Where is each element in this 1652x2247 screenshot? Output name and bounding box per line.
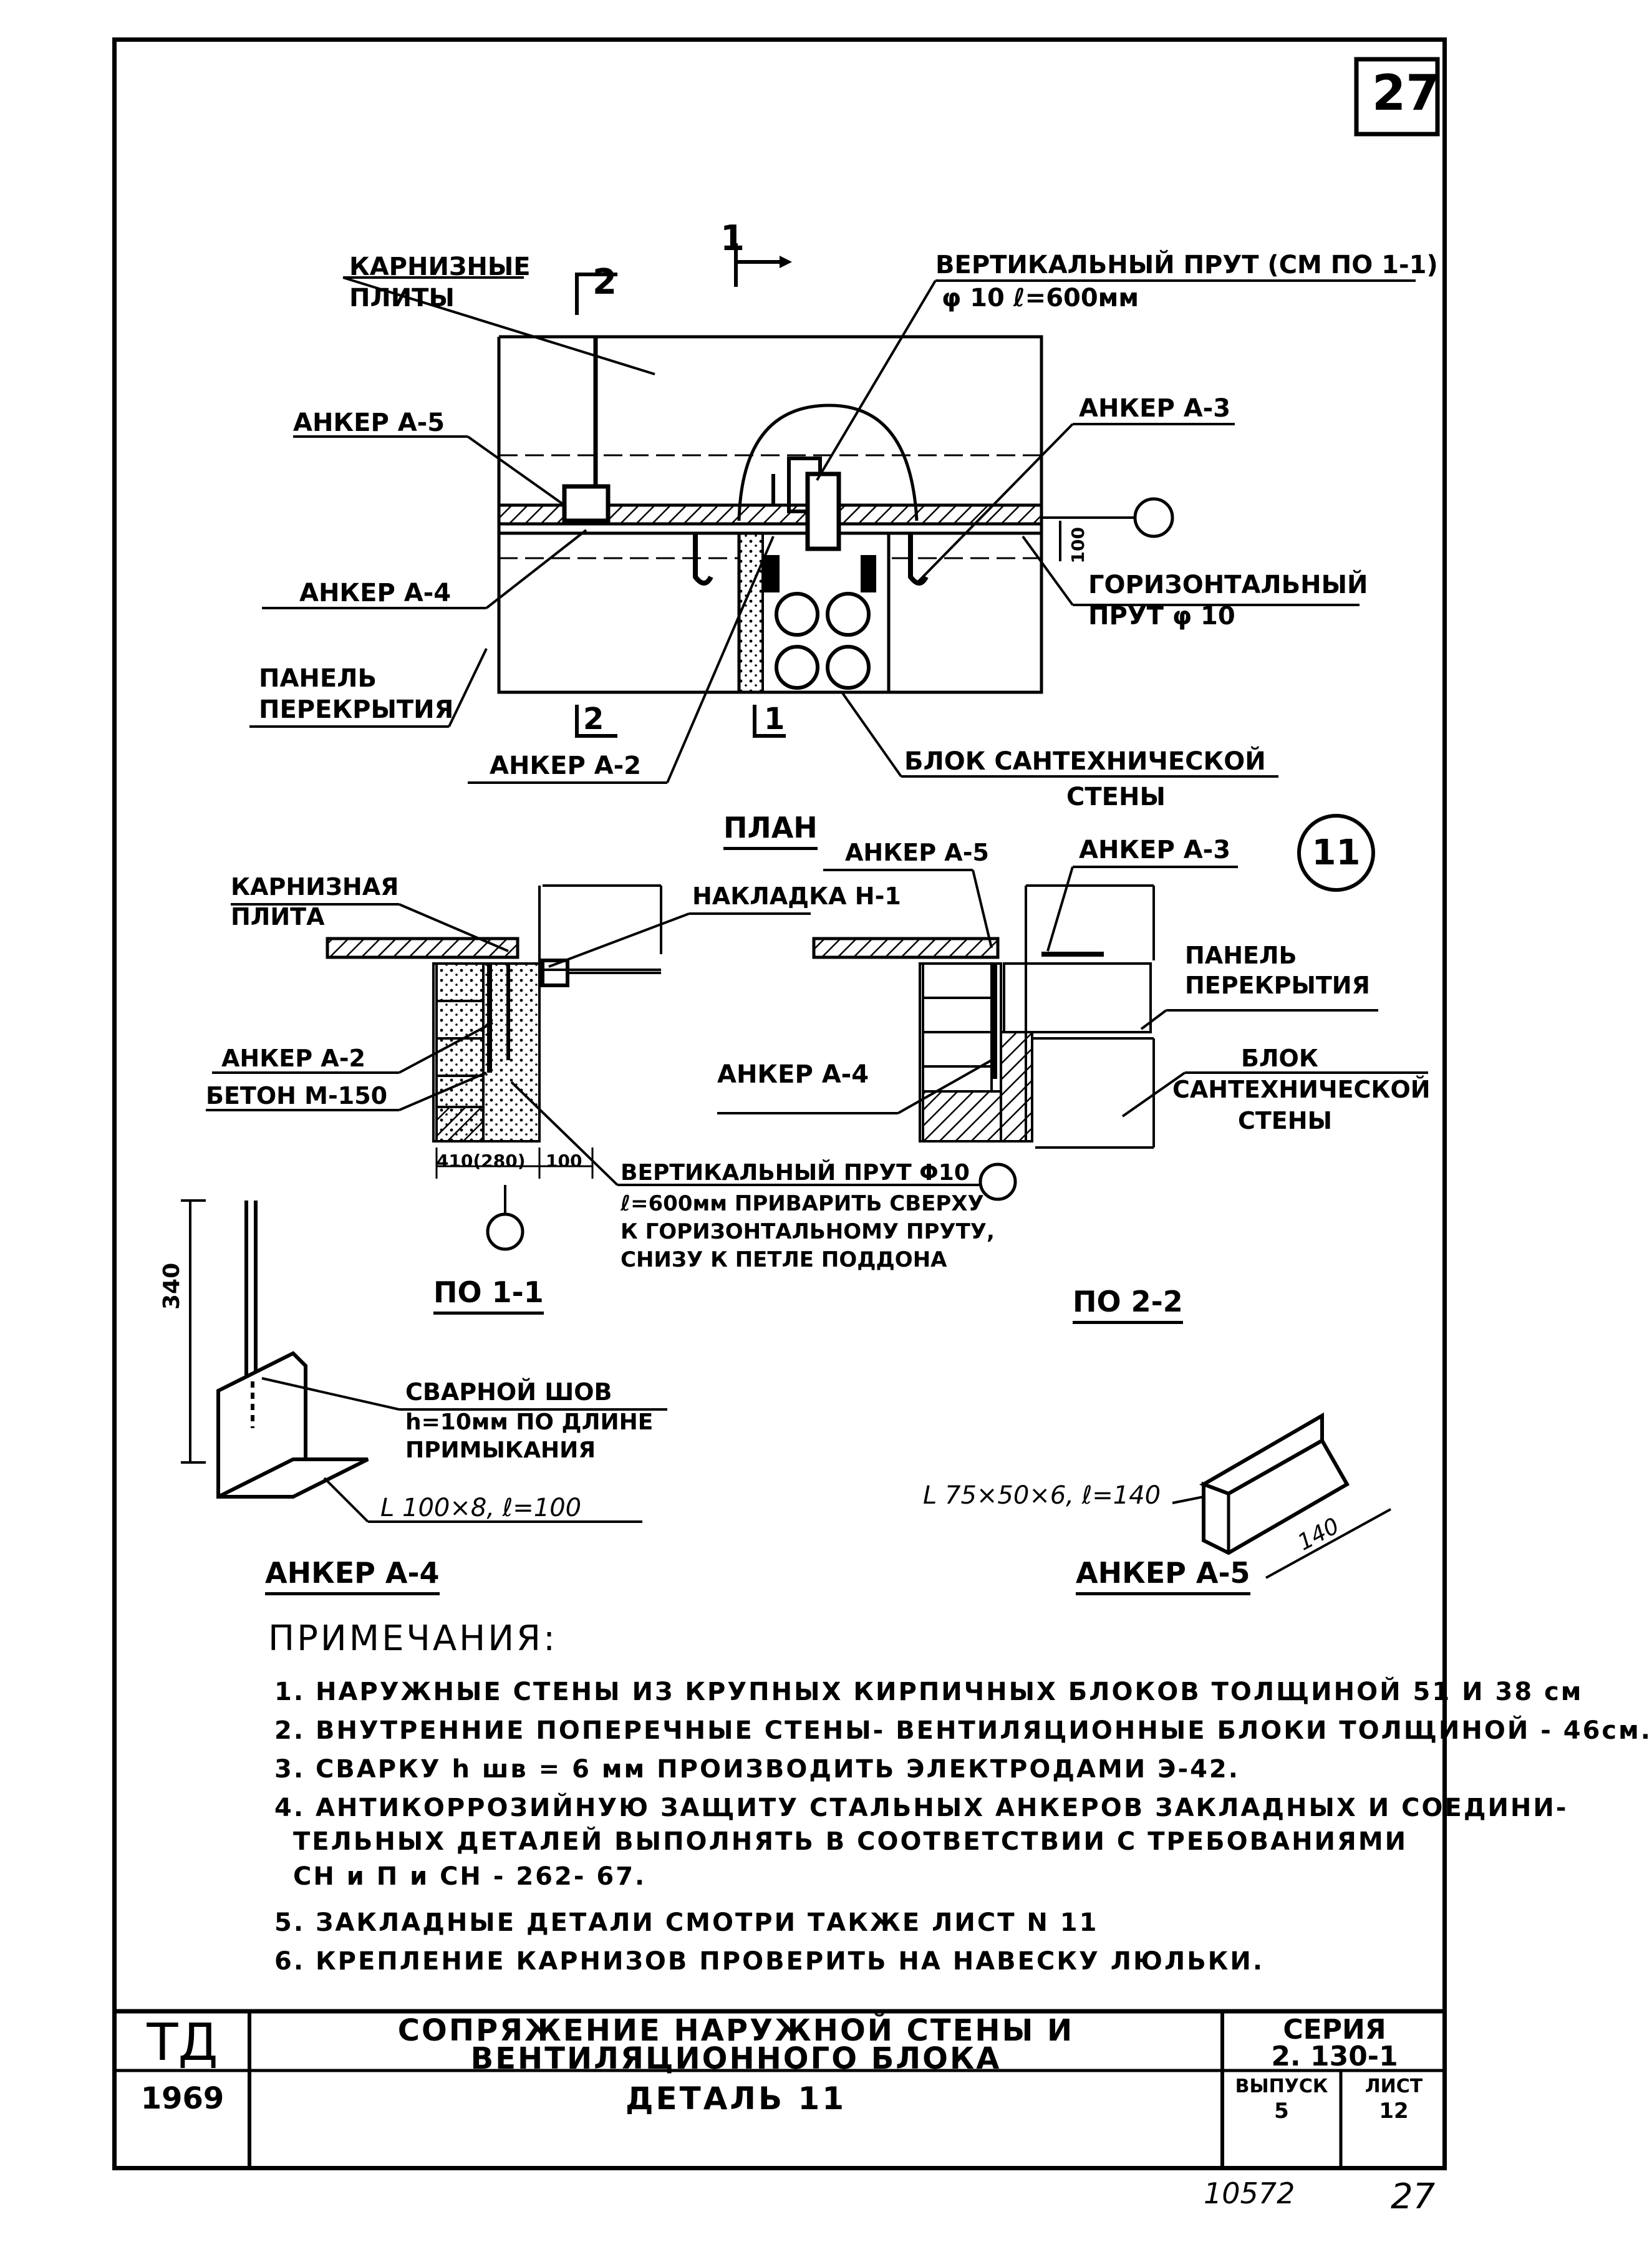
title-block-grid <box>112 2009 1447 2170</box>
label-s2-anchor-a4: АНКЕР А-4 <box>717 1060 869 1089</box>
section-2-2-view <box>717 866 1428 1149</box>
section-2-title: ПО 2-2 <box>1073 1285 1183 1324</box>
title-block-org: ТД <box>147 2013 218 2072</box>
label-s1-vertical-rod-1: ВЕРТИКАЛЬНЫЙ ПРУТ φ10 <box>621 1160 970 1186</box>
note-line: 4. АНТИКОРРОЗИЙНУЮ ЗАЩИТУ СТАЛЬНЫХ АНКЕР… <box>274 1794 1568 1822</box>
label-weld-3: ПРИМЫКАНИЯ <box>405 1438 596 1463</box>
title-block-issue-value: 5 <box>1274 2099 1289 2124</box>
label-weld-1: СВАРНОЙ ШОВ <box>405 1378 612 1406</box>
label-s1-anchor-a2: АНКЕР А-2 <box>221 1045 365 1072</box>
label-plan-anchor-a2: АНКЕР А-2 <box>490 751 642 780</box>
note-line: 5. ЗАКЛАДНЫЕ ДЕТАЛИ СМОТРИ ТАКЖЕ ЛИСТ N … <box>274 1908 1099 1937</box>
section-1-1-view <box>206 884 1017 1251</box>
detail-marker: 11 <box>1297 814 1375 892</box>
label-plan-floor-panel-1: ПАНЕЛЬ <box>259 664 377 693</box>
plan-title: ПЛАН <box>723 811 818 850</box>
drawing-frame <box>112 37 1447 2170</box>
label-overlay-n1: НАКЛАДКА Н-1 <box>692 882 901 910</box>
label-s1-vertical-rod-2: ℓ=600мм ПРИВАРИТЬ СВЕРХУ <box>621 1191 984 1216</box>
anchor-a5-detail-drawing <box>1172 1412 1391 1579</box>
title-block-detail: ДЕТАЛЬ 11 <box>625 2080 847 2117</box>
label-horizontal-rod-1: ГОРИЗОНТАЛЬНЫЙ <box>1088 571 1368 599</box>
label-plan-dim-100: 100 <box>1068 527 1088 564</box>
label-s2-anchor-a3: АНКЕР А-3 <box>1079 836 1231 864</box>
note-line: 1. НАРУЖНЫЕ СТЕНЫ ИЗ КРУПНЫХ КИРПИЧНЫХ Б… <box>274 1678 1583 1706</box>
page-number: 27 <box>1391 2177 1436 2217</box>
label-s2-block-1: БЛОК <box>1241 1045 1318 1072</box>
label-s2-block-3: СТЕНЫ <box>1238 1107 1332 1134</box>
title-block-series-label: СЕРИЯ <box>1283 2014 1386 2046</box>
title-block-sheet-label: ЛИСТ <box>1365 2075 1423 2097</box>
label-horizontal-rod-2: ПРУТ φ 10 <box>1088 602 1235 631</box>
label-cornice-slab-2: ПЛИТА <box>231 903 325 930</box>
anchor-a4-detail-drawing <box>181 1199 667 1523</box>
label-s2-floor-panel-2: ПЕРЕКРЫТИЯ <box>1185 972 1370 999</box>
plan-bottom-mark-1: 1 <box>764 702 785 737</box>
label-plan-anchor-a4: АНКЕР А-4 <box>299 579 452 607</box>
label-a5-profile: L 75×50×6, ℓ=140 <box>923 1481 1161 1510</box>
label-s2-floor-panel-1: ПАНЕЛЬ <box>1185 942 1297 969</box>
label-weld-2: h=10мм ПО ДЛИНЕ <box>405 1409 654 1435</box>
anchor-a4-title: АНКЕР А-4 <box>265 1556 440 1595</box>
note-line: 3. СВАРКУ h шв = 6 мм ПРОИЗВОДИТЬ ЭЛЕКТР… <box>274 1755 1240 1784</box>
section-1-title: ПО 1-1 <box>433 1275 544 1315</box>
sheet-number-box <box>1354 57 1440 137</box>
label-s1-dim-100: 100 <box>546 1151 582 1171</box>
note-line: СН и П и СН - 262- 67. <box>293 1862 647 1891</box>
notes-heading: ПРИМЕЧАНИЯ: <box>268 1618 558 1659</box>
label-vertical-rod-1: ВЕРТИКАЛЬНЫЙ ПРУТ (СМ ПО 1-1) <box>935 251 1438 279</box>
label-s1-vertical-rod-3: К ГОРИЗОНТАЛЬНОМУ ПРУТУ, <box>621 1219 995 1244</box>
label-plan-anchor-a5: АНКЕР А-5 <box>293 408 445 437</box>
label-sanitary-block-2: СТЕНЫ <box>1066 783 1166 811</box>
label-sanitary-block-1: БЛОК САНТЕХНИЧЕСКОЙ <box>904 747 1266 776</box>
label-s2-block-2: САНТЕХНИЧЕСКОЙ <box>1172 1076 1431 1103</box>
note-line: 2. ВНУТРЕННИЕ ПОПЕРЕЧНЫЕ СТЕНЫ- ВЕНТИЛЯЦ… <box>274 1716 1652 1745</box>
title-block-issue-label: ВЫПУСК <box>1235 2075 1328 2097</box>
title-block-sheet-value: 12 <box>1379 2099 1409 2124</box>
label-s2-anchor-a5: АНКЕР А-5 <box>845 839 989 866</box>
label-cornice-slabs-2: ПЛИТЫ <box>349 284 455 312</box>
label-vertical-rod-2: φ 10 ℓ=600мм <box>942 284 1139 312</box>
title-block-year: 1969 <box>140 2081 225 2116</box>
title-block-title-1: СОПРЯЖЕНИЕ НАРУЖНОЙ СТЕНЫ И <box>397 2013 1075 2048</box>
drawing-linework <box>112 57 1447 2170</box>
detail-marker-number: 11 <box>1311 833 1361 873</box>
title-block-title-2: ВЕНТИЛЯЦИОННОГО БЛОКА <box>470 2041 1002 2076</box>
label-s1-dim-410: 410(280) <box>437 1151 526 1171</box>
note-line: 6. КРЕПЛЕНИЕ КАРНИЗОВ ПРОВЕРИТЬ НА НАВЕС… <box>274 1947 1265 1976</box>
plan-section-mark-1: 1 <box>720 218 745 259</box>
plan-view <box>249 243 1416 784</box>
label-plan-floor-panel-2: ПЕРЕКРЫТИЯ <box>259 695 454 724</box>
label-a4-profile: L 100×8, ℓ=100 <box>380 1494 582 1522</box>
label-plan-anchor-a3: АНКЕР А-3 <box>1079 394 1231 423</box>
sheet-number: 27 <box>1372 65 1440 122</box>
plan-section-mark-2: 2 <box>592 262 617 302</box>
label-cornice-slab-1: КАРНИЗНАЯ <box>231 873 399 901</box>
note-line: ТЕЛЬНЫХ ДЕТАЛЕЙ ВЫПОЛНЯТЬ В СООТВЕТСТВИИ… <box>293 1827 1408 1856</box>
label-a4-dim-340: 340 <box>159 1262 185 1310</box>
label-s1-vertical-rod-4: СНИЗУ К ПЕТЛЕ ПОДДОНА <box>621 1247 947 1272</box>
title-block-series-value: 2. 130-1 <box>1271 2041 1398 2072</box>
label-cornice-slabs-1: КАРНИЗНЫЕ <box>349 253 531 281</box>
anchor-a5-title: АНКЕР А-5 <box>1076 1556 1250 1595</box>
plan-bottom-mark-2: 2 <box>583 702 604 737</box>
label-concrete-m150: БЕТОН М-150 <box>206 1082 388 1109</box>
inventory-number: 10572 <box>1204 2177 1295 2210</box>
